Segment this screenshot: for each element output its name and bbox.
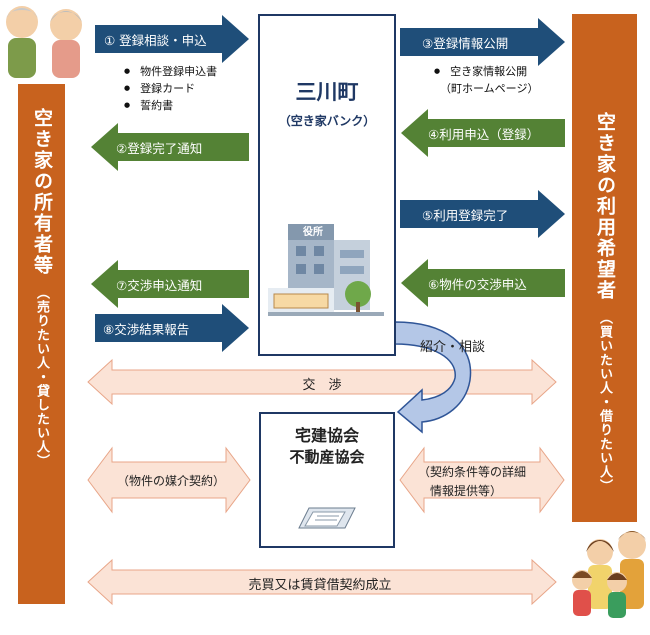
elderly-couple-illustration [6, 6, 82, 78]
association-line1: 宅建協会 [294, 426, 359, 445]
brokerage-label: （物件の媒介契約） [116, 474, 225, 488]
docs-right-note: 空き家情報公開 （町ホームページ） [434, 64, 538, 97]
arrow-1-shape [95, 15, 249, 63]
arrow-3-shape [400, 18, 565, 66]
town-title: 三川町 [295, 80, 359, 104]
negotiation-arrow-shape [87, 358, 557, 406]
docs-right-item: 空き家情報公開 [434, 64, 538, 81]
owner-box-subtitle: （売りたい人・貸したい人） [34, 286, 49, 468]
info-label-line2: 情報提供等） [430, 484, 503, 498]
arrow-3-label: ③登録情報公開 [422, 35, 509, 51]
docs-left-item: 登録カード [124, 81, 217, 98]
owner-box: 空き家の所有者等 （売りたい人・貸したい人） [18, 84, 65, 604]
brokerage-arrow-shape [87, 446, 251, 514]
arrow-1-label: ① 登録相談・申込 [104, 32, 207, 48]
owner-box-title: 空き家の所有者等 [31, 108, 53, 276]
user-box-subtitle: （買いたい人・借りたい人） [597, 311, 612, 493]
arrow-2-label: ②登録完了通知 [116, 140, 203, 156]
town-subtitle: （空き家バンク） [278, 114, 376, 128]
referral-arrow-shape [394, 321, 472, 434]
arrow-7-label: ⑦交渉申込通知 [116, 277, 203, 293]
arrow-6-label: ⑥物件の交渉申込 [428, 276, 527, 292]
arrow-2-shape [91, 123, 249, 171]
docs-left-item: 誓約書 [124, 98, 217, 115]
docs-left-list: 物件登録申込書 登録カード 誓約書 [124, 64, 217, 115]
arrow-4-label: ④利用申込（登録） [428, 126, 540, 142]
user-box: 空き家の利用希望者 （買いたい人・借りたい人） [572, 14, 637, 522]
arrow-5-shape [400, 190, 565, 238]
arrow-8-shape [95, 304, 249, 352]
town-office-illustration [268, 224, 384, 316]
info-label-line1: （契約条件等の詳細 [418, 465, 527, 479]
town-box: 三川町 （空き家バンク） 役所 [258, 14, 396, 356]
arrow-8-label: ⑧交渉結果報告 [103, 321, 190, 337]
association-line2: 不動産協会 [289, 448, 365, 466]
user-box-title: 空き家の利用希望者 [594, 112, 616, 301]
documents-illustration [298, 507, 356, 529]
family-illustration [572, 531, 646, 618]
info-arrow-shape [399, 446, 565, 514]
negotiation-label: 交 渉 [302, 378, 342, 393]
docs-right-sub: （町ホームページ） [440, 82, 539, 95]
referral-label: 紹介・相談 [420, 340, 486, 355]
contract-label: 売買又は賃貸借契約成立 [248, 578, 392, 593]
arrow-7-shape [91, 260, 249, 308]
contract-arrow-shape [87, 558, 557, 606]
arrow-6-shape [401, 259, 565, 307]
arrow-4-shape [401, 109, 565, 157]
docs-left-item: 物件登録申込書 [124, 64, 217, 81]
town-office-sign: 役所 [303, 227, 323, 238]
association-box: 宅建協会 不動産協会 [259, 412, 395, 548]
arrow-5-label: ⑤利用登録完了 [422, 207, 509, 223]
